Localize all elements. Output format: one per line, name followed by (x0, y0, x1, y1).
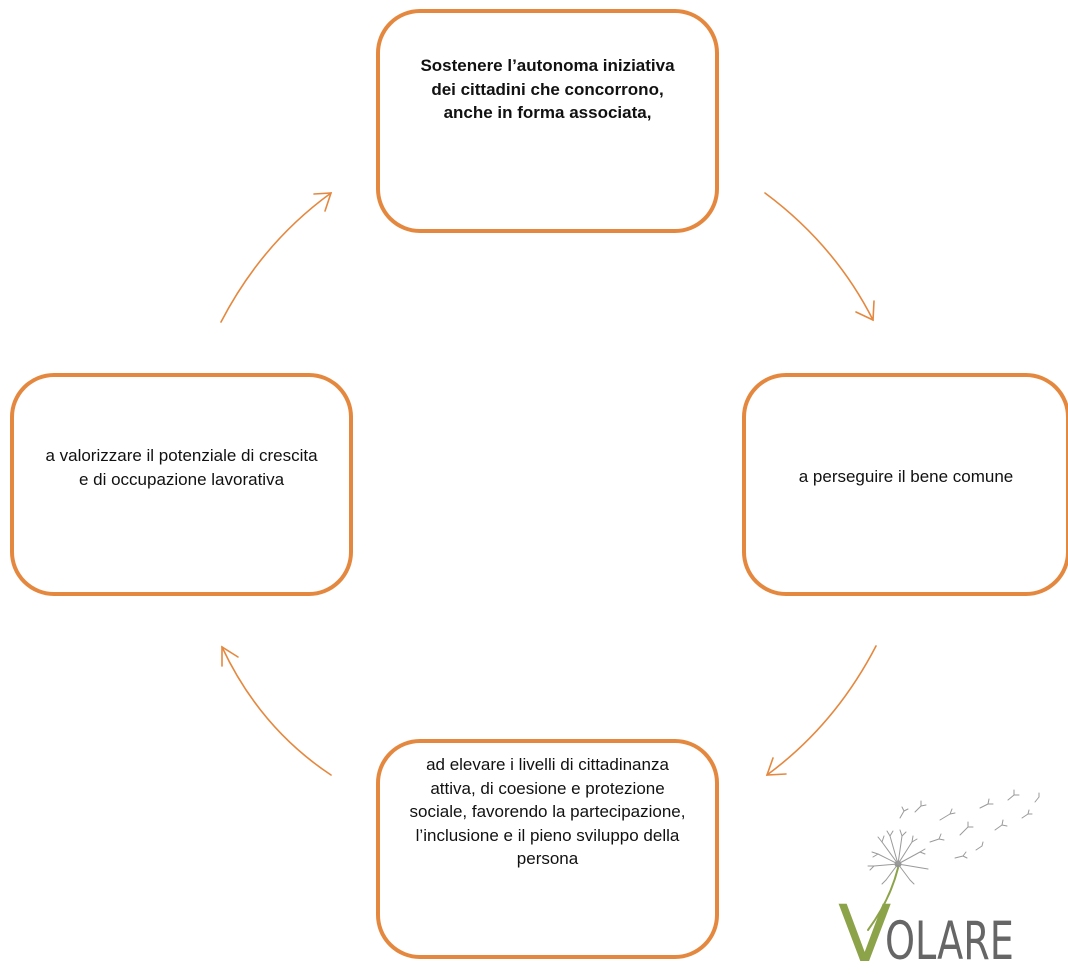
cycle-node-bottom-text: ad elevare i livelli di cittadinanza att… (409, 755, 686, 868)
arrow-head-left-to-top (313, 192, 333, 212)
dandelion-icon (867, 789, 1040, 931)
cycle-node-top: Sostenere l’autonoma iniziativa dei citt… (376, 9, 719, 233)
cycle-node-left-text: a valorizzare il potenziale di crescita … (45, 446, 318, 489)
arrow-bottom-to-left (221, 646, 332, 776)
cycle-node-left: a valorizzare il potenziale di crescita … (10, 373, 353, 596)
arrow-top-to-right (764, 192, 874, 321)
cycle-node-bottom: ad elevare i livelli di cittadinanza att… (376, 739, 719, 959)
arrow-head-top-to-right (855, 300, 875, 322)
cycle-node-top-text: Sostenere l’autonoma iniziativa dei citt… (420, 56, 675, 122)
logo-initial: V (838, 890, 892, 980)
arrow-right-to-bottom (766, 645, 877, 776)
arrow-head-right-to-bottom (765, 757, 787, 776)
arrow-head-bottom-to-left (221, 645, 239, 667)
cycle-node-right-text: a perseguire il bene comune (798, 467, 1014, 486)
arrow-left-to-top (220, 192, 332, 323)
logo-rest: OLARE (885, 911, 1015, 972)
cycle-node-right: a perseguire il bene comune (742, 373, 1068, 596)
